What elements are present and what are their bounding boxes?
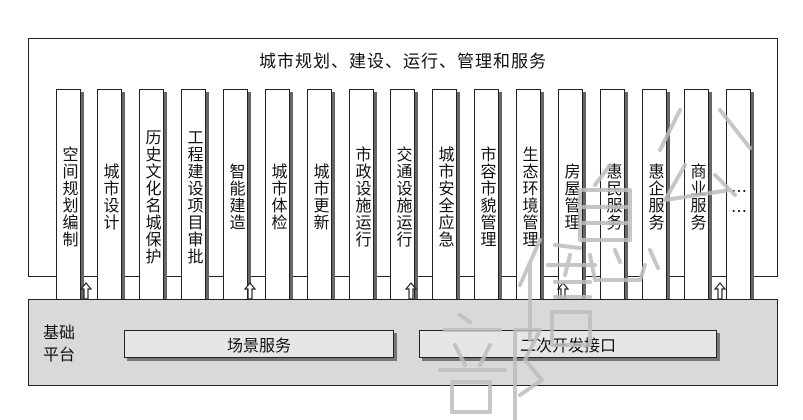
module-column: 工程建设项目审批 (181, 89, 206, 304)
module-column: 房屋管理 (558, 89, 583, 304)
module-label: 城市更新 (310, 162, 330, 231)
up-arrow-icon (244, 282, 256, 300)
base-platform-label: 基础 平台 (43, 322, 83, 366)
module-column: 智能建造 (223, 89, 248, 304)
module-column: 历史文化名城保护 (139, 89, 164, 304)
module-label: 城市安全应急 (435, 145, 455, 248)
module-label: 惠企服务 (645, 162, 665, 231)
module-label: 历史文化名城保护 (142, 128, 162, 265)
dev-interface-box: 二次开发接口 (419, 330, 717, 358)
module-label: 市政设施运行 (352, 145, 372, 248)
module-column: 空间规划编制 (56, 89, 81, 304)
scene-service-box: 场景服务 (124, 330, 394, 358)
module-label: 惠民服务 (603, 162, 623, 231)
base-platform-panel: 基础 平台 场景服务 二次开发接口 (28, 299, 778, 386)
module-column: 生态环境管理 (516, 89, 541, 304)
base-platform-label-line1: 基础 (43, 323, 76, 342)
business-layer-panel: 城市规划、建设、运行、管理和服务 空间规划编制 城市设计 历史文化名城保护 工程… (28, 38, 778, 304)
module-label: 商业服务 (687, 162, 707, 231)
module-label: 空间规划编制 (59, 145, 79, 248)
up-arrow-icon (405, 282, 417, 300)
module-label: 城市设计 (100, 162, 120, 231)
module-label: 工程建设项目审批 (184, 128, 204, 265)
module-column: …… (726, 89, 751, 304)
module-column: 惠民服务 (600, 89, 625, 304)
module-column: 城市安全应急 (432, 89, 457, 304)
module-label: 交通设施运行 (393, 145, 413, 248)
module-label: 智能建造 (226, 162, 246, 231)
module-column: 城市设计 (97, 89, 122, 304)
module-label: 生态环境管理 (519, 145, 539, 248)
module-label: 城市体检 (268, 162, 288, 231)
module-column: 城市体检 (265, 89, 290, 304)
module-label: 市容市貌管理 (477, 145, 497, 248)
module-column: 市政设施运行 (349, 89, 374, 304)
module-column: 城市更新 (307, 89, 332, 304)
module-column: 交通设施运行 (390, 89, 415, 304)
module-column: 市容市貌管理 (474, 89, 499, 304)
module-column: 商业服务 (684, 89, 709, 304)
base-platform-label-line2: 平台 (43, 345, 76, 364)
module-label: …… (729, 176, 749, 217)
up-arrow-icon (714, 282, 726, 300)
business-layer-title: 城市规划、建设、运行、管理和服务 (259, 52, 547, 72)
up-arrow-icon (557, 282, 569, 300)
up-arrow-icon (80, 282, 92, 300)
module-label: 房屋管理 (561, 162, 581, 231)
module-column: 惠企服务 (642, 89, 667, 304)
